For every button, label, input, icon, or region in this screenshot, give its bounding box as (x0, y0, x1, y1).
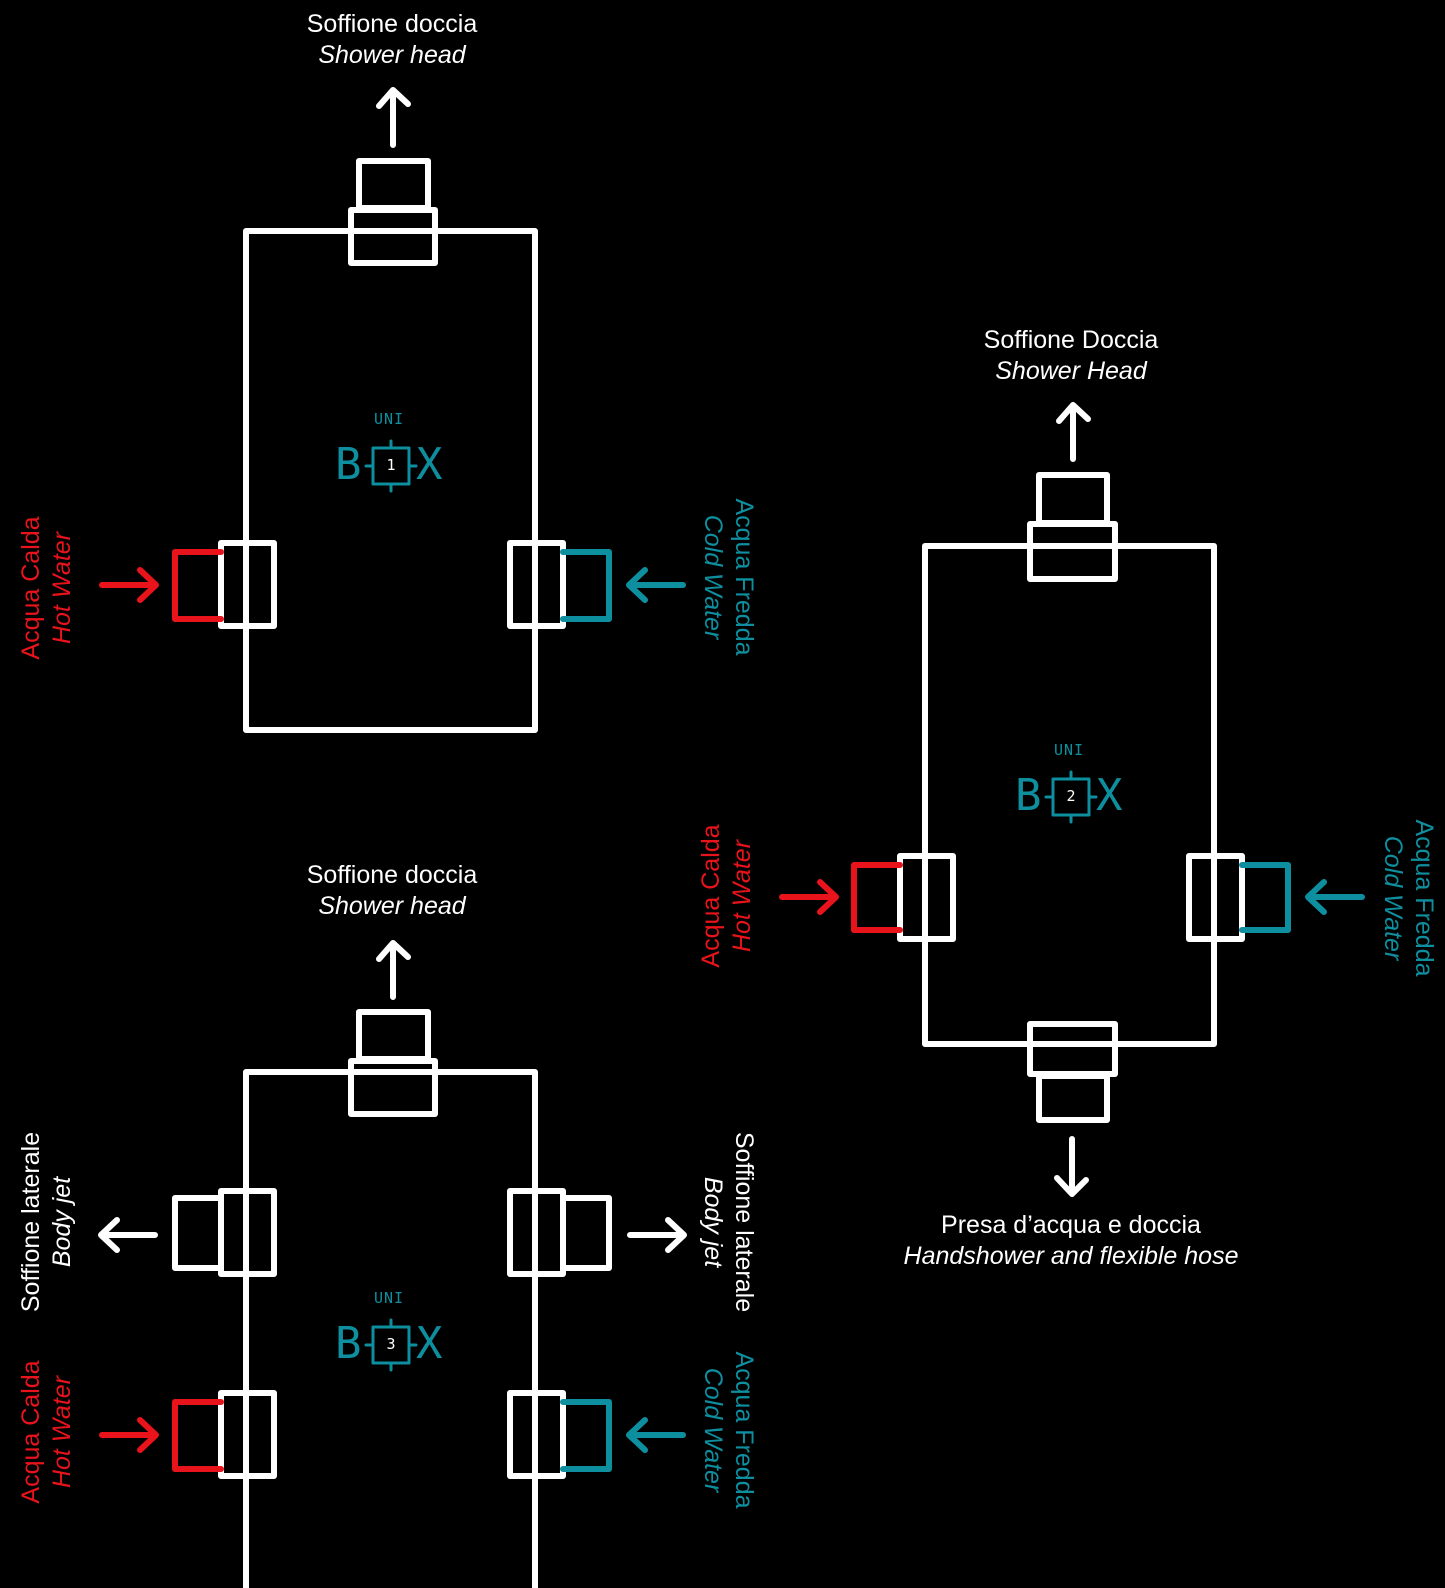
box2-cold-water-it: Acqua Fredda (1410, 819, 1438, 977)
box3-frame (243, 1069, 538, 1588)
box1-top-outlet-cap (356, 158, 431, 211)
box2-hot-water-label: Acqua Calda Hot Water (696, 824, 758, 967)
box3-cold-water-it: Acqua Fredda (730, 1351, 758, 1509)
box3-hot-valve (218, 1390, 277, 1479)
box3-cold-arrow (626, 1417, 686, 1453)
box3-logo-uni: UNI (374, 1289, 405, 1307)
box3-logo-b: B (335, 1318, 362, 1369)
box1-shower-head-label: Soffione doccia Shower head (307, 9, 478, 71)
box3-cold-valve (507, 1390, 566, 1479)
box1-frame (243, 228, 538, 733)
box1-cold-valve (507, 540, 566, 629)
box2-hot-water-en: Hot Water (728, 839, 756, 953)
box3-cold-water-label: Acqua Fredda Cold Water (697, 1351, 759, 1508)
box2-cold-water-label: Acqua Fredda Cold Water (1377, 819, 1439, 976)
box3-diagram (98, 940, 687, 1588)
box2-logo-uni: UNI (1054, 741, 1085, 759)
box2-logo-b: B (1015, 770, 1042, 821)
box1-logo-number: 1 (386, 456, 396, 474)
box1-top-outlet-valve (348, 207, 438, 266)
box3-hot-arrow (99, 1417, 159, 1453)
box1-hot-water-it: Acqua Calda (17, 516, 45, 660)
box3-left-jet-cap (172, 1195, 224, 1271)
box2-handshower-arrow (1054, 1136, 1089, 1197)
box3-hot-water-en: Hot Water (48, 1375, 76, 1489)
box3-top-outlet-cap (356, 1009, 431, 1062)
box1-logo-uni: UNI (374, 410, 405, 428)
box1-cold-water-label: Acqua Fredda Cold Water (697, 498, 759, 655)
box3-left-jet-en: Body jet (48, 1176, 76, 1268)
box2-shower-head-en: Shower Head (995, 357, 1147, 385)
box2-logo-number: 2 (1066, 787, 1076, 805)
box3-right-jet-label: Soffione laterale Body jet (697, 1132, 759, 1312)
box3-shower-head-label: Soffione doccia Shower head (307, 860, 478, 922)
box3-logo-nubs (364, 1318, 418, 1372)
box1-logo-x: X (416, 439, 443, 490)
box2-frame (922, 543, 1217, 1047)
box2-hot-arrow (779, 879, 839, 915)
box3-right-jet-it: Soffione laterale (730, 1131, 758, 1313)
box2-handshower-label: Presa d’acqua e doccia Handshower and fl… (904, 1210, 1239, 1272)
box3-right-jet-arrow (627, 1217, 687, 1253)
box1-diagram (99, 87, 686, 733)
box1-cold-water-it: Acqua Fredda (730, 498, 758, 656)
box2-hot-valve (897, 853, 956, 942)
box2-diagram (779, 402, 1365, 1197)
box1-hot-arrow (99, 567, 159, 603)
box2-cold-water-en: Cold Water (1379, 835, 1407, 961)
box3-shower-head-it: Soffione doccia (306, 861, 478, 889)
box2-top-outlet-cap (1036, 472, 1110, 526)
box1-cold-water-en: Cold Water (699, 514, 727, 640)
box1-hot-valve (218, 540, 277, 629)
box1-logo-nubs (364, 439, 418, 493)
box1-shower-head-it: Soffione doccia (306, 10, 478, 38)
box1-shower-head-en: Shower head (318, 41, 466, 69)
box2-hot-water-it: Acqua Calda (697, 824, 725, 968)
box1-hot-water-label: Acqua Calda Hot Water (16, 516, 78, 659)
box1-cold-arrow (626, 567, 686, 603)
box1-hot-water-en: Hot Water (48, 531, 76, 645)
box3-left-jet-label: Soffione laterale Body jet (16, 1132, 78, 1312)
box2-bottom-outlet-valve (1027, 1021, 1118, 1077)
box3-right-jet-cap (560, 1195, 612, 1271)
box3-logo-x: X (416, 1318, 443, 1369)
box3-shower-head-en: Shower head (318, 892, 466, 920)
box1-logo-b: B (335, 439, 362, 490)
box2-shower-head-it: Soffione Doccia (983, 326, 1159, 354)
box2-handshower-en: Handshower and flexible hose (903, 1242, 1239, 1270)
box3-logo-number: 3 (386, 1335, 396, 1353)
box3-left-jet-arrow (98, 1217, 158, 1253)
box3-hot-connector (172, 1399, 224, 1472)
box2-logo-x: X (1096, 770, 1123, 821)
box2-cold-valve (1186, 853, 1245, 942)
box2-cold-connector (1239, 862, 1291, 933)
box3-cold-connector (560, 1399, 612, 1472)
box2-top-outlet-valve (1027, 521, 1118, 582)
box2-shower-head-label: Soffione Doccia Shower Head (984, 325, 1159, 387)
box2-logo-nubs (1044, 770, 1098, 824)
box2-bottom-outlet-cap (1036, 1073, 1110, 1123)
box2-hot-connector (851, 862, 903, 933)
box3-right-jet-en: Body jet (699, 1176, 727, 1268)
box1-shower-arrow (376, 87, 411, 148)
box3-hot-water-it: Acqua Calda (17, 1360, 45, 1504)
box3-top-outlet-valve (348, 1058, 438, 1117)
box3-left-jet-it: Soffione laterale (17, 1131, 45, 1313)
box2-handshower-it: Presa d’acqua e doccia (941, 1211, 1201, 1239)
box3-hot-water-label: Acqua Calda Hot Water (16, 1360, 78, 1503)
box3-shower-arrow (376, 940, 411, 1000)
box1-hot-connector (172, 549, 224, 622)
box2-shower-arrow (1056, 402, 1091, 462)
box2-cold-arrow (1305, 879, 1365, 915)
box3-cold-water-en: Cold Water (699, 1367, 727, 1493)
box1-cold-connector (560, 549, 612, 622)
